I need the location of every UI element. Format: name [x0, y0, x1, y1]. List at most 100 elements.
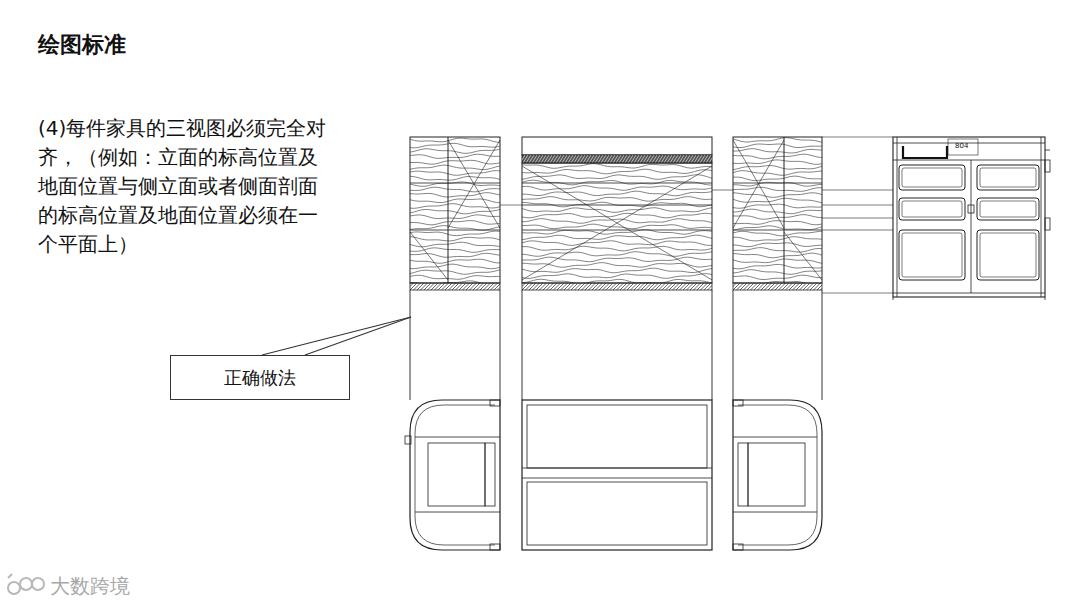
- section-line: [1045, 150, 1050, 151]
- hatch-line: [796, 283, 803, 290]
- hatch-line: [538, 155, 543, 163]
- wood-grain: [733, 248, 822, 253]
- clipped-group: [733, 283, 822, 290]
- hatch-line: [491, 283, 498, 290]
- plan-inner-rect: [485, 443, 495, 506]
- wood-grain: [522, 230, 712, 235]
- hatch-line: [459, 283, 466, 290]
- hatch-line: [583, 155, 588, 163]
- hatch-line: [556, 155, 561, 163]
- floor-band: [733, 283, 822, 290]
- drawer: [899, 165, 965, 190]
- hatch-line: [452, 283, 459, 290]
- hatch-line: [803, 283, 810, 290]
- plan-inner-rect: [527, 405, 707, 468]
- panel-line: [448, 137, 449, 283]
- wood-grain: [522, 213, 712, 218]
- hatch-line: [772, 283, 779, 290]
- hatch-line: [535, 155, 540, 163]
- wood-grain: [522, 252, 712, 257]
- wood-grain: [410, 187, 500, 192]
- hatch-line: [541, 155, 546, 163]
- hatch-line: [442, 283, 449, 290]
- plan-line: [415, 512, 500, 513]
- wood-grain: [410, 253, 500, 257]
- drawer: [899, 230, 965, 280]
- section-line: [1045, 297, 1046, 300]
- wood-grain: [410, 154, 500, 158]
- drawer-inner: [902, 201, 962, 217]
- hatch-line: [765, 283, 772, 290]
- drawer-inner: [980, 233, 1036, 277]
- plan-inner-rect: [527, 482, 707, 545]
- wood-grain: [522, 208, 712, 213]
- hatch-line: [494, 283, 500, 290]
- hatch-line: [619, 155, 624, 163]
- front-elevation: [522, 163, 712, 283]
- side-plan: [410, 400, 500, 550]
- plan-inner-rect: [428, 443, 485, 506]
- wood-grain: [522, 197, 712, 202]
- wood-grain: [733, 221, 822, 225]
- edge-bump: [1045, 218, 1050, 230]
- hatch-line: [655, 283, 662, 290]
- section-line: [893, 160, 1045, 161]
- hatch-line: [708, 283, 713, 290]
- hatch-line: [473, 283, 480, 290]
- hatch-line: [740, 283, 747, 290]
- alignment-line: [822, 190, 893, 191]
- wood-grain: [410, 264, 500, 269]
- wood-grain: [733, 243, 822, 247]
- hatch-line: [613, 283, 620, 290]
- diagonal-line: [733, 140, 784, 228]
- hatch-line: [421, 283, 428, 290]
- hatch-line: [652, 283, 659, 290]
- hatch-line: [697, 283, 704, 290]
- hatch-line: [655, 155, 660, 163]
- hatch-line: [670, 155, 675, 163]
- hatch-line: [709, 155, 712, 163]
- wood-grain: [522, 241, 712, 246]
- hatch-line: [449, 283, 456, 290]
- projection-line: [522, 290, 523, 400]
- clipped-group: [522, 283, 712, 290]
- wood-grain: [410, 221, 500, 225]
- projection-line: [712, 290, 713, 400]
- hatch-line: [676, 155, 681, 163]
- section-line: [971, 160, 972, 293]
- hatch-line: [561, 283, 568, 290]
- plan-line: [522, 478, 712, 479]
- hatch-line: [664, 155, 669, 163]
- hatch-line: [529, 155, 534, 163]
- hatch-line: [580, 155, 585, 163]
- panel-line: [410, 230, 500, 231]
- logo-ring: [32, 578, 44, 590]
- hatch-line: [669, 283, 676, 290]
- hatch-line: [786, 283, 793, 290]
- hatch-line: [673, 155, 678, 163]
- hatch-line: [634, 155, 639, 163]
- hatch-line: [641, 283, 648, 290]
- hatch-line: [631, 283, 638, 290]
- hatch-line: [733, 283, 737, 290]
- plan-inner-rect: [748, 443, 805, 506]
- wood-grain: [410, 226, 500, 231]
- wood-grain: [410, 204, 500, 209]
- drawer-inner: [980, 168, 1036, 187]
- side-plan-inner: [415, 405, 495, 545]
- hatch-line: [800, 283, 807, 290]
- wood-grain: [410, 198, 500, 203]
- hatch-line: [658, 155, 663, 163]
- hatch-line: [673, 283, 680, 290]
- callout-box: 正确做法: [170, 355, 350, 400]
- wood-grain: [522, 279, 712, 283]
- hatch-line: [562, 155, 567, 163]
- hatch-line: [662, 283, 669, 290]
- wood-grain: [522, 224, 712, 229]
- hatch-line: [589, 155, 594, 163]
- hatch-line: [547, 283, 554, 290]
- hatch-line: [595, 155, 600, 163]
- hatch-line: [424, 283, 431, 290]
- hatch-line: [410, 283, 417, 290]
